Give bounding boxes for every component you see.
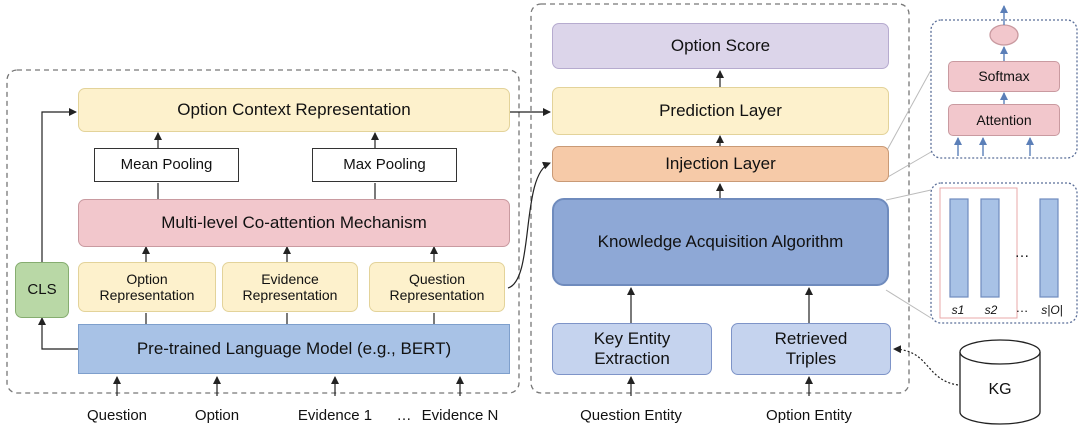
retrieved-line2: Triples [785,349,837,368]
option-rep-line1: Option [126,270,168,287]
retrieved-triples-box: Retrieved Triples [731,323,891,375]
input-question-entity: Question Entity [580,407,682,424]
input-ellipsis: … [396,407,412,424]
label-s2: s2 [984,303,998,317]
plm-box: Pre-trained Language Model (e.g., BERT) [78,324,510,374]
label-s1: s1 [951,303,965,317]
option-representation-box: Option Representation [78,262,216,312]
attention-box: Attention [948,104,1060,136]
knowledge-acquisition-box: Knowledge Acquisition Algorithm [552,198,889,286]
retrieved-line1: Retrieved [774,329,848,349]
vector-s1 [949,198,969,298]
input-option-entity: Option Entity [766,407,852,424]
injection-layer-box: Injection Layer [552,146,889,182]
cls-box: CLS [15,262,69,318]
key-entity-line1: Key Entity [593,329,671,349]
evidence-rep-line2: Representation [242,287,338,303]
question-rep-line1: Question [408,270,466,287]
max-pooling-box: Max Pooling [312,148,457,182]
left-frame [6,69,520,394]
evidence-rep-line1: Evidence [261,270,319,287]
input-option: Option [194,407,240,424]
attention-frame [930,19,1078,159]
key-entity-extraction-box: Key Entity Extraction [552,323,712,375]
option-context-box: Option Context Representation [78,88,510,132]
input-evidence-n: Evidence N [421,407,499,424]
kg-label: KG [988,381,1012,398]
highlight-rect [939,187,1018,319]
question-rep-line2: Representation [389,287,485,303]
key-entity-line2: Extraction [594,349,670,368]
coattention-box: Multi-level Co-attention Mechanism [78,199,510,247]
middle-frame [530,3,910,394]
kg-cylinder [959,339,1041,425]
option-score-box: Option Score [552,23,889,69]
input-evidence-1: Evidence 1 [297,407,373,424]
prediction-layer-box: Prediction Layer [552,87,889,135]
question-representation-box: Question Representation [369,262,505,312]
vector-ellipsis: … [1014,244,1030,261]
softmax-box: Softmax [948,61,1060,92]
label-ellipsis: … [1015,300,1029,315]
mean-pooling-box: Mean Pooling [94,148,239,182]
vector-sO [1039,198,1059,298]
vectors-frame [930,182,1078,324]
vector-s2 [980,198,1000,298]
evidence-representation-box: Evidence Representation [222,262,358,312]
option-rep-line2: Representation [99,287,195,303]
input-question: Question [86,407,148,424]
output-node [989,24,1019,46]
label-sO: s|O| [1041,303,1063,317]
